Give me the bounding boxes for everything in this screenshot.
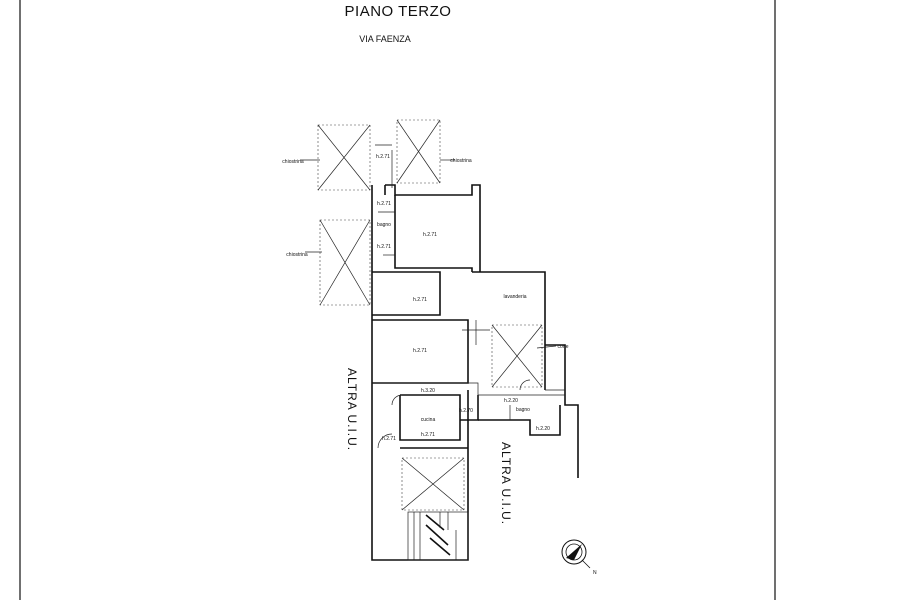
label-bagno-1: bagno [377,222,391,228]
height-room-3: h.2.71 [413,348,427,354]
leader-corte [536,345,557,349]
height-hall: h.2.70 [459,408,473,414]
height-bagno-2: h.2.20 [504,398,518,404]
stair-well-void [401,457,465,511]
light-well-top-left [317,124,371,191]
label-chiostrina-1: chiostrina [282,159,304,165]
north-arrow-icon [561,539,591,569]
label-chiostrina-2: chiostrina [450,158,472,164]
label-chiostrina-3: chiostrina [286,252,308,258]
interior-walls [372,195,531,449]
light-well-top-right [396,119,441,184]
height-cucina: h.2.71 [421,432,435,438]
light-well-middle-left [319,219,371,306]
north-label: N [593,570,597,576]
height-passage: h.3.20 [421,388,435,394]
label-cucina: cucina [421,417,436,423]
building-outline [371,144,579,561]
height-room-2: h.2.71 [413,297,427,303]
street-name: VIA FAENZA [359,34,411,44]
height-room-1: h.2.71 [423,232,437,238]
adjacent-unit-right: ALTRA U.I.U. [499,442,513,525]
height-corridor-low: h.2.71 [382,436,396,442]
height-bagno-1: h.2.71 [377,244,391,250]
staircase [407,511,469,561]
corte-area [491,324,543,388]
label-bagno-2: bagno [516,407,530,413]
label-corte: corte [557,344,568,350]
height-corridor-top: h.2.71 [376,154,390,160]
label-lavanderia: lavanderia [503,294,526,300]
page-title: PIANO TERZO [345,3,452,20]
height-corridor-mid: h.2.71 [377,201,391,207]
height-closet: h.2.20 [536,426,550,432]
adjacent-unit-left: ALTRA U.I.U. [345,368,359,451]
